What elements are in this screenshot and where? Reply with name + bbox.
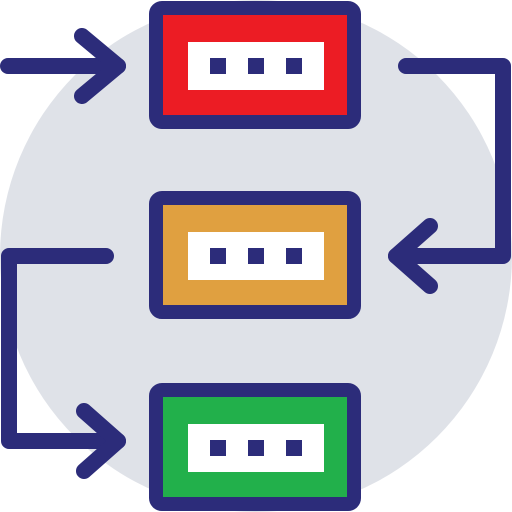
process-block-middle-dot bbox=[210, 248, 226, 264]
process-block-middle bbox=[149, 191, 361, 319]
process-block-bottom-dot bbox=[210, 440, 226, 456]
process-block-middle-dot bbox=[248, 248, 264, 264]
arrow-top-to-middle-icon bbox=[388, 58, 511, 294]
arrow-into-top-block-icon bbox=[0, 28, 126, 104]
process-block-middle-dot bbox=[286, 248, 302, 264]
process-block-bottom-dot bbox=[248, 440, 264, 456]
arrow-middle-to-bottom-icon bbox=[1, 248, 126, 479]
process-block-top-dot bbox=[248, 58, 264, 74]
process-block-bottom bbox=[149, 383, 361, 511]
process-block-bottom-dot bbox=[286, 440, 302, 456]
process-block-top-dot bbox=[286, 58, 302, 74]
process-block-top bbox=[149, 1, 361, 129]
process-block-top-dot bbox=[210, 58, 226, 74]
